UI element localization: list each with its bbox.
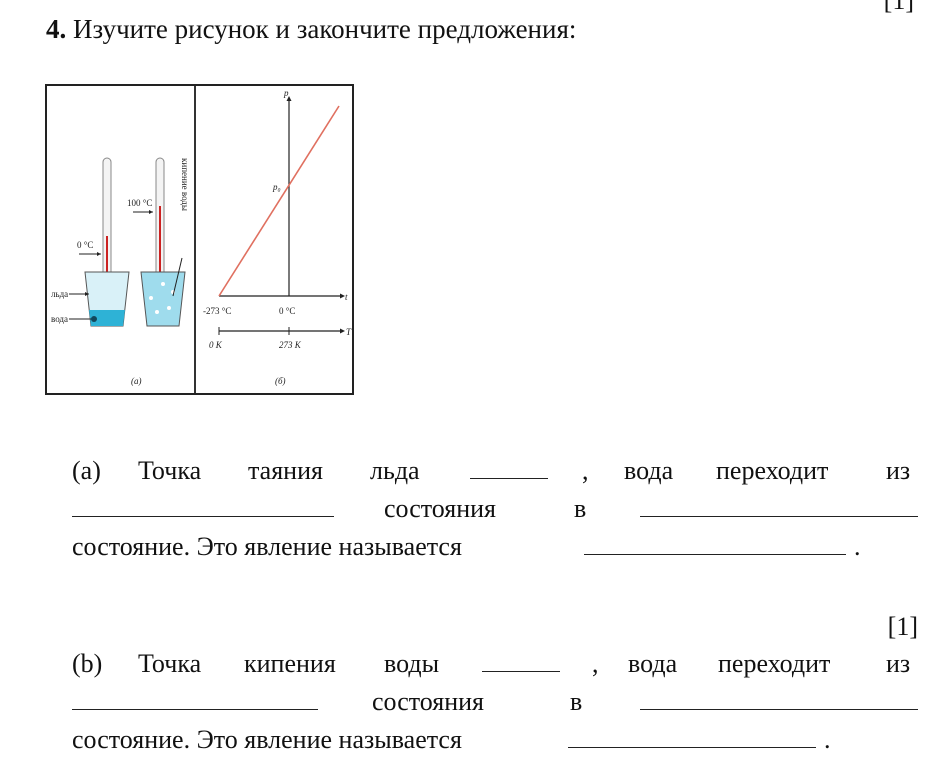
question-a-line-2: состояния в (72, 490, 918, 528)
answer-blank-phenomenon[interactable] (568, 721, 816, 759)
question-b-line-2: состояния в (72, 683, 918, 721)
arrow-100 (133, 210, 153, 214)
answer-blank-from-state[interactable] (72, 683, 318, 721)
question-a-label: (a) (72, 456, 101, 485)
arrow-0 (79, 252, 101, 256)
axis-T: T (346, 327, 352, 337)
word: таяния (248, 456, 323, 485)
question-a-line-3: состояние. Это явление называется . (72, 528, 918, 566)
word: воды (384, 649, 440, 678)
graph (218, 96, 345, 335)
answer-blank-to-state[interactable] (640, 490, 918, 528)
arrow-ice (69, 292, 89, 296)
answer-blank-boiling-point[interactable] (482, 645, 560, 683)
sentence-end: состояние. Это явление называется (72, 532, 462, 561)
comma: , (582, 456, 589, 485)
axis-t: t (345, 292, 348, 302)
question-b-label: (b) (72, 649, 103, 678)
word: состояния (384, 494, 496, 523)
period: . (854, 532, 861, 561)
label-ice: льда (51, 289, 68, 299)
label-boiling: кипение воды (180, 158, 190, 211)
tick-minus273: -273 °C (203, 306, 231, 316)
axis-p: p (283, 88, 289, 98)
word: кипения (244, 649, 336, 678)
word: из (886, 649, 911, 678)
label-water: вода (51, 314, 68, 324)
arrow-water (69, 316, 97, 322)
word: вода (628, 649, 678, 678)
tick-0k: 0 K (209, 340, 223, 350)
question-a: (a) Точка таяния льда , вода переходит и… (72, 452, 918, 566)
word: переходит (716, 456, 829, 485)
word: Точка (138, 456, 202, 485)
figure-drawing: 100 °C 0 °C льда вода кипение воды (а) p… (51, 86, 352, 393)
period: . (824, 725, 831, 754)
pressure-line (218, 105, 340, 297)
word: в (574, 494, 587, 523)
tick-273k: 273 K (279, 340, 302, 350)
word: вода (624, 456, 674, 485)
points-a: [1] (887, 612, 918, 641)
answer-blank-from-state[interactable] (72, 490, 334, 528)
task-number: 4. (46, 14, 67, 44)
tick-0c: 0 °C (279, 306, 295, 316)
answer-blank-melting-point[interactable] (470, 452, 548, 490)
question-a-line-1: (a) Точка таяния льда , вода переходит и… (72, 452, 918, 490)
answer-blank-to-state[interactable] (640, 683, 918, 721)
figure: 100 °C 0 °C льда вода кипение воды (а) p… (45, 84, 354, 395)
beaker-ice (84, 271, 130, 327)
question-b: (b) Точка кипения воды , вода переходит … (72, 645, 918, 759)
word: состояния (372, 687, 484, 716)
question-b-line-3: состояние. Это явление называется . (72, 721, 918, 759)
beaker-water (140, 271, 186, 327)
arrow-boiling (172, 257, 183, 297)
word: в (570, 687, 583, 716)
word: из (886, 456, 911, 485)
task-text: Изучите рисунок и закончите предложения: (73, 14, 577, 44)
word: Точка (138, 649, 202, 678)
label-100: 100 °C (127, 198, 152, 208)
label-0: 0 °C (77, 240, 93, 250)
caption-b: (б) (275, 376, 286, 386)
word: льда (370, 456, 420, 485)
comma: , (592, 649, 599, 678)
answer-blank-phenomenon[interactable] (584, 528, 846, 566)
corner-mark: [1] (883, 0, 914, 15)
caption-a: (а) (131, 376, 142, 386)
point-p0: p₀ (272, 182, 281, 192)
question-b-line-1: (b) Точка кипения воды , вода переходит … (72, 645, 918, 683)
word: переходит (718, 649, 831, 678)
sentence-end: состояние. Это явление называется (72, 725, 462, 754)
task-heading: 4. Изучите рисунок и закончите предложен… (46, 14, 576, 45)
